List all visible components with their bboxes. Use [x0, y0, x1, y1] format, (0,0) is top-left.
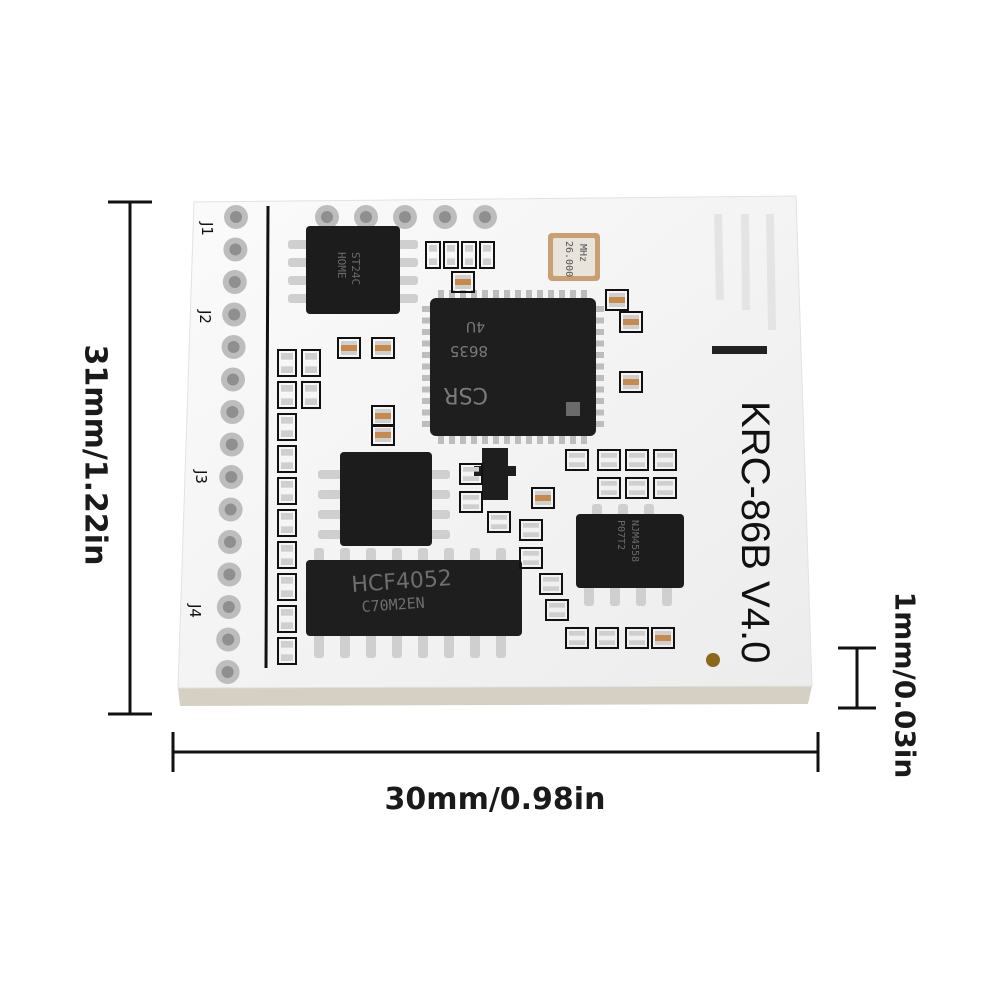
smd-part: [459, 491, 483, 513]
opamp-marking-1: P07T2: [615, 520, 626, 550]
smd-part: [653, 477, 677, 499]
smd-part: [371, 337, 395, 359]
header-pin: [221, 335, 246, 359]
board-model-text: KRC-86B V4.0: [733, 401, 777, 663]
header-pin: [222, 270, 247, 294]
smd-part: [597, 477, 621, 499]
smd-part: [371, 424, 395, 446]
smd-part: [487, 511, 511, 533]
header-pin: [433, 205, 457, 229]
crystal-marking-2: MHz: [577, 244, 588, 262]
header-pin: [219, 465, 244, 489]
header-pin: [224, 205, 248, 229]
smd-part: [277, 381, 297, 409]
header-pin: [393, 205, 417, 229]
smd-part: [277, 573, 297, 601]
header-pin: [354, 205, 378, 229]
header-pin: [220, 400, 245, 424]
soic-chip-middle: [318, 452, 450, 546]
mux-chip: HCF4052 C70M2EN: [306, 548, 522, 658]
smd-part: [425, 241, 441, 269]
eeprom-marking-1: ST24C: [349, 252, 362, 285]
smd-part: [595, 627, 619, 649]
smd-part: [277, 445, 297, 473]
smd-part: [531, 487, 555, 509]
smd-part: [619, 371, 643, 393]
label-j4: J4: [186, 603, 204, 618]
crystal-marking-1: 26.000: [563, 241, 574, 277]
smd-part: [519, 547, 543, 569]
header-pin: [222, 302, 247, 327]
connector-labels: J1 J2 J3 J4: [186, 221, 216, 618]
smd-part: [337, 337, 361, 359]
smd-part: [651, 627, 675, 649]
smd-part: [277, 477, 297, 505]
csr-code-text: 8635: [450, 342, 488, 360]
smd-part: [653, 449, 677, 471]
smd-part: [371, 405, 395, 427]
smd-part: [443, 241, 459, 269]
header-pin: [216, 595, 241, 619]
smd-part: [539, 573, 563, 595]
width-dimension-line: [171, 732, 820, 772]
header-pin: [218, 497, 243, 522]
smd-part: [605, 289, 629, 311]
mux-marking-2: C70M2EN: [361, 594, 425, 616]
header-pin: [217, 562, 242, 587]
smd-part: [459, 463, 483, 485]
width-dimension-label: 30mm/0.98in: [384, 782, 606, 817]
smd-part: [277, 349, 297, 377]
label-j2: J2: [196, 309, 214, 324]
smd-part: [461, 241, 477, 269]
smd-part: [277, 637, 297, 665]
header-pin: [315, 205, 339, 229]
header-pin: [221, 367, 245, 392]
thickness-dimension-label: 1mm/0.03in: [888, 591, 922, 779]
smd-part: [277, 605, 297, 633]
eeprom-chip: ST24C HOME: [288, 226, 418, 314]
eeprom-marking-2: HOME: [335, 252, 348, 279]
smd-part: [625, 627, 649, 649]
smd-part: [565, 449, 589, 471]
opamp-chip: P07T2 NJM4558: [576, 504, 684, 606]
passive-components: [337, 241, 677, 649]
smd-part: [301, 349, 321, 377]
csr-brand-text: CSR: [443, 382, 488, 407]
smd-part: [479, 241, 495, 269]
header-pin: [223, 237, 248, 262]
label-j1: J1: [198, 221, 216, 236]
smd-part: [277, 413, 297, 441]
height-dimension-label: 31mm/1.22in: [77, 344, 113, 566]
transistor: [474, 448, 516, 500]
thickness-dimension-line: [838, 646, 876, 710]
header-pin: [215, 660, 240, 684]
smd-part: [277, 509, 297, 537]
csr-code2-text: 4U: [466, 318, 485, 334]
smd-part: [451, 271, 475, 293]
csr-main-chip: CSR 8635 4U: [422, 290, 604, 444]
height-dimension-line: [108, 200, 152, 716]
header-pins: [215, 205, 497, 684]
label-j3: J3: [192, 469, 210, 484]
header-pin: [473, 205, 497, 229]
smd-part: [545, 599, 569, 621]
smd-part: [625, 477, 649, 499]
smd-part: [277, 541, 297, 569]
header-pin: [216, 627, 241, 652]
smd-part: [565, 627, 589, 649]
crystal-oscillator: 26.000 MHz: [548, 233, 600, 281]
smd-part: [625, 449, 649, 471]
smd-part: [519, 519, 543, 541]
smd-part: [619, 311, 643, 333]
opamp-marking-2: NJM4558: [629, 520, 640, 562]
header-pin: [219, 432, 244, 457]
smd-part: [301, 381, 321, 409]
smd-part: [597, 449, 621, 471]
smd-components: [277, 349, 321, 665]
header-pin: [218, 530, 242, 554]
